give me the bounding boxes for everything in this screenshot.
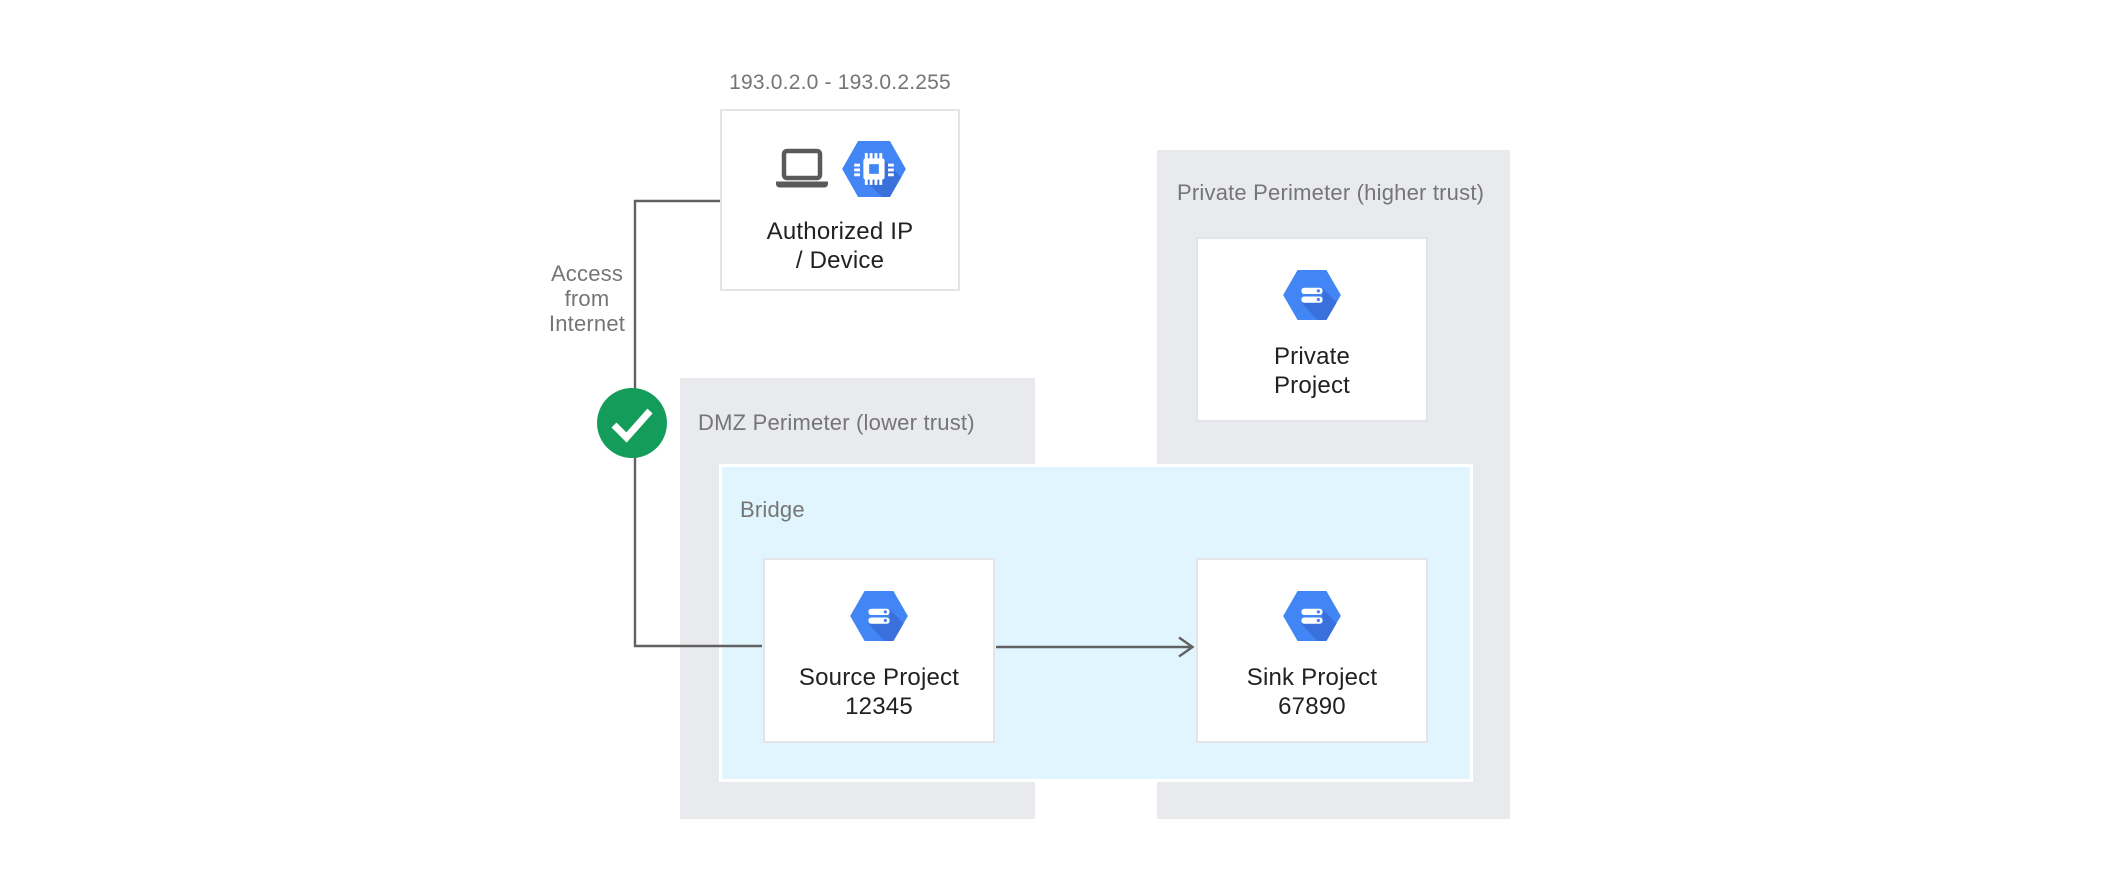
private-project-node: Private Project [1196,237,1428,422]
dmz-perimeter-label: DMZ Perimeter (lower trust) [698,410,975,435]
authorized-ip-device-node: Authorized IP / Device [720,109,960,291]
laptop-icon [774,148,830,195]
sink-project-title: Sink Project 67890 [1246,664,1378,720]
bridge-label: Bridge [740,497,805,522]
ip-range-label: 193.0.2.0 - 193.0.2.255 [729,71,951,94]
project-hexagon-icon [1283,270,1341,325]
private-project-title: Private Project [1273,343,1351,399]
project-hexagon-icon [1283,591,1341,646]
compute-engine-hexagon-icon [842,141,906,202]
check-circle-icon [597,388,667,458]
access-from-internet-label: Access from Internet [548,261,626,336]
sink-project-node: Sink Project 67890 [1196,558,1428,743]
source-project-title: Source Project 12345 [798,664,960,720]
private-perimeter-label: Private Perimeter (higher trust) [1177,180,1485,205]
source-project-node: Source Project 12345 [763,558,995,743]
project-hexagon-icon [850,591,908,646]
authorized-ip-device-title: Authorized IP / Device [766,218,914,274]
